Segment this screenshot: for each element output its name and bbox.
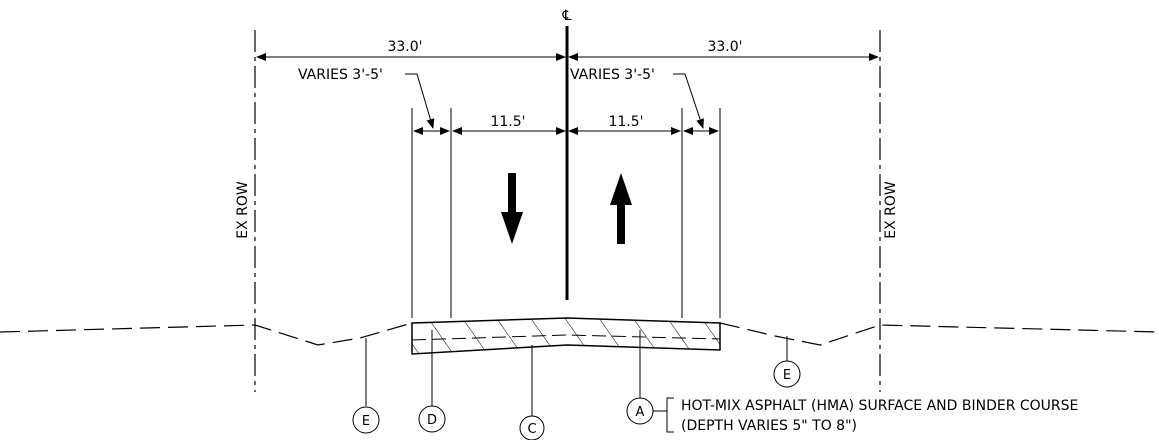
pavement-layer-line bbox=[411, 334, 721, 341]
varies-right-leader bbox=[673, 73, 704, 129]
callout-d-label: D bbox=[427, 413, 437, 428]
pavement-section bbox=[411, 317, 721, 355]
callout-d: D bbox=[418, 405, 446, 433]
dim-left-total-text: 33.0' bbox=[387, 39, 422, 55]
traffic-arrow-down-icon bbox=[501, 173, 523, 244]
callout-a-label: A bbox=[636, 405, 645, 420]
callout-c-label: C bbox=[527, 422, 536, 437]
lane-left-width-text: 11.5' bbox=[490, 114, 525, 130]
traffic-arrow-up-icon bbox=[610, 173, 632, 244]
existing-ground-left bbox=[0, 322, 413, 346]
callout-e-right: E bbox=[773, 360, 801, 388]
callout-c: C bbox=[519, 415, 545, 441]
callout-e-left-label: E bbox=[362, 414, 370, 429]
callout-e-right-label: E bbox=[783, 368, 791, 383]
varies-left-text: VARIES 3'-5' bbox=[298, 67, 383, 83]
existing-ground-right bbox=[719, 322, 1159, 346]
note-line-2: (DEPTH VARIES 5" TO 8") bbox=[681, 418, 857, 434]
varies-left-leader bbox=[405, 73, 435, 129]
dim-right-total-text: 33.0' bbox=[707, 39, 742, 55]
centerline-symbol: ℄ bbox=[562, 8, 572, 24]
note-bracket bbox=[666, 397, 674, 433]
note-line-1: HOT-MIX ASPHALT (HMA) SURFACE AND BINDER… bbox=[681, 398, 1078, 414]
row-label-right: EX ROW bbox=[883, 181, 899, 239]
callout-e-left: E bbox=[352, 406, 380, 434]
varies-right-text: VARIES 3'-5' bbox=[570, 67, 655, 83]
callout-a: A bbox=[626, 397, 654, 425]
row-label-left: EX ROW bbox=[235, 181, 251, 239]
lane-right-width-text: 11.5' bbox=[608, 114, 643, 130]
